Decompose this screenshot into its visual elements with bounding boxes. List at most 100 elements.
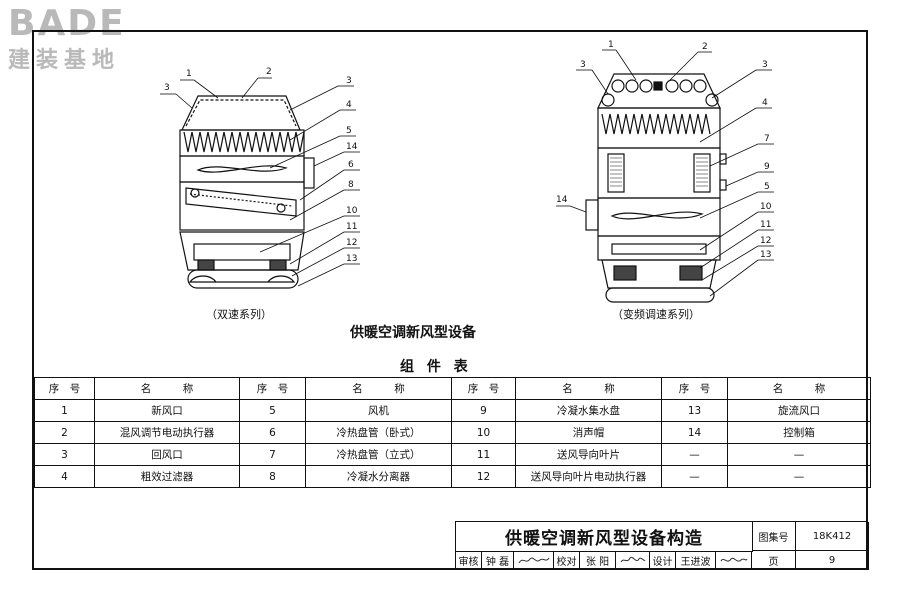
table-cell: 4 [34, 465, 95, 488]
right-filter [601, 113, 711, 135]
left-base [179, 231, 305, 271]
reviewer-name: 钟 磊 [482, 551, 514, 570]
review-label: 审核 [456, 551, 482, 570]
left-swirl-outlet [187, 269, 299, 289]
callout-left-6: 6 [348, 160, 354, 170]
table-row: 3 回风口 7 冷热盘管（立式） 11 送风导向叶片 — — [34, 443, 871, 466]
figure-right-drawing: 1 2 3 3 4 7 9 5 10 11 12 13 14 [556, 40, 774, 303]
header-seq-4: 序 号 [661, 377, 728, 400]
left-control-box [303, 157, 315, 189]
header-name-4: 名 称 [727, 377, 871, 400]
page-number: 9 [796, 551, 869, 570]
table-cell: 风机 [305, 399, 452, 422]
callout-left-8: 8 [348, 180, 354, 190]
right-fan [610, 211, 704, 220]
right-hood [597, 73, 721, 109]
table-row: 2 混风调节电动执行器 6 冷热盘管（卧式） 10 消声帽 14 控制箱 [34, 421, 871, 444]
callout-right-9: 9 [764, 162, 770, 172]
table-cell: 14 [661, 421, 728, 444]
table-title: 组 件 表 [400, 359, 472, 375]
check-label: 校对 [554, 551, 580, 570]
table-cell: — [661, 465, 728, 488]
callout-left-11: 11 [346, 222, 357, 232]
checker-name: 张 阳 [580, 551, 616, 570]
table-cell: 粗效过滤器 [94, 465, 240, 488]
callout-left-5: 5 [346, 126, 352, 136]
designer-name: 王进波 [676, 551, 716, 570]
table-cell: 控制箱 [727, 421, 871, 444]
table-cell: 6 [239, 421, 306, 444]
component-table: 序 号 名 称 序 号 名 称 序 号 名 称 序 号 名 称 1 新风口 5 … [34, 377, 871, 488]
callout-right-13: 13 [760, 250, 771, 260]
page-label: 页 [752, 551, 796, 570]
table-cell: — [727, 465, 871, 488]
callout-right-14: 14 [556, 195, 568, 205]
left-coil-section [179, 181, 305, 231]
table-cell: 新风口 [94, 399, 240, 422]
table-cell: 冷热盘管（卧式） [305, 421, 452, 444]
checker-signature [616, 551, 650, 570]
callout-left-13: 13 [346, 254, 357, 264]
table-cell: 回风口 [94, 443, 240, 466]
design-label: 设计 [650, 551, 676, 570]
table-cell: 8 [239, 465, 306, 488]
callout-right-5: 5 [764, 182, 770, 192]
table-cell: 送风导向叶片 [515, 443, 662, 466]
callout-right-7: 7 [764, 134, 770, 144]
header-name-2: 名 称 [305, 377, 452, 400]
atlas-number: 18K412 [796, 522, 869, 551]
reviewer-signature [514, 551, 554, 570]
table-cell: 1 [34, 399, 95, 422]
callout-left-3b: 3 [346, 76, 352, 86]
table-cell: 旋流风口 [727, 399, 871, 422]
callout-left-3a: 3 [164, 83, 170, 93]
table-cell: 3 [34, 443, 95, 466]
brand-logo: BADE 建装基地 [8, 4, 126, 74]
table-cell: 冷热盘管（立式） [305, 443, 452, 466]
title-block: 供暖空调新风型设备构造 图集号 18K412 审核 钟 磊 校对 张 阳 设计 … [455, 521, 869, 570]
left-fan [196, 165, 288, 173]
right-coil-section [597, 147, 721, 199]
callout-right-10: 10 [760, 202, 772, 212]
callout-right-2: 2 [702, 42, 708, 52]
header-name-3: 名 称 [515, 377, 662, 400]
table-cell: 11 [451, 443, 516, 466]
table-cell: 消声帽 [515, 421, 662, 444]
designer-signature [716, 551, 752, 570]
callout-right-12: 12 [760, 236, 771, 246]
main-title: 供暖空调新风型设备 [350, 325, 476, 341]
table-cell: 12 [451, 465, 516, 488]
figure-left-drawing: 1 2 3 3 4 5 14 6 8 10 11 12 13 [160, 67, 360, 289]
drawing-frame [32, 30, 868, 570]
table-cell: 9 [451, 399, 516, 422]
drawing-title: 供暖空调新风型设备构造 [456, 522, 753, 552]
table-cell: 冷凝水分离器 [305, 465, 452, 488]
callout-right-4: 4 [762, 98, 768, 108]
header-seq-1: 序 号 [34, 377, 95, 400]
right-swirl-outlet [605, 287, 715, 303]
table-cell: 5 [239, 399, 306, 422]
callout-left-14: 14 [346, 142, 358, 152]
table-header-row: 序 号 名 称 序 号 名 称 序 号 名 称 序 号 名 称 [34, 377, 871, 400]
header-seq-3: 序 号 [451, 377, 516, 400]
table-cell: — [661, 443, 728, 466]
table-row: 1 新风口 5 风机 9 冷凝水集水盘 13 旋流风口 [34, 399, 871, 422]
callout-left-10: 10 [346, 206, 358, 216]
left-hood-dashed [185, 99, 297, 127]
callout-right-3b: 3 [762, 60, 768, 70]
table-cell: 13 [661, 399, 728, 422]
left-filter [183, 131, 305, 153]
atlas-label: 图集号 [752, 522, 796, 551]
figure-left-caption: （双速系列） [206, 308, 272, 321]
header-name-1: 名 称 [94, 377, 240, 400]
header-seq-2: 序 号 [239, 377, 306, 400]
table-cell: 2 [34, 421, 95, 444]
right-control-box [585, 199, 599, 231]
table-cell: — [727, 443, 871, 466]
callout-left-2: 2 [266, 67, 272, 77]
callout-left-4: 4 [346, 100, 352, 110]
logo-brand: BADE [8, 3, 126, 44]
table-cell: 冷凝水集水盘 [515, 399, 662, 422]
table-cell: 10 [451, 421, 516, 444]
table-cell: 混风调节电动执行器 [94, 421, 240, 444]
